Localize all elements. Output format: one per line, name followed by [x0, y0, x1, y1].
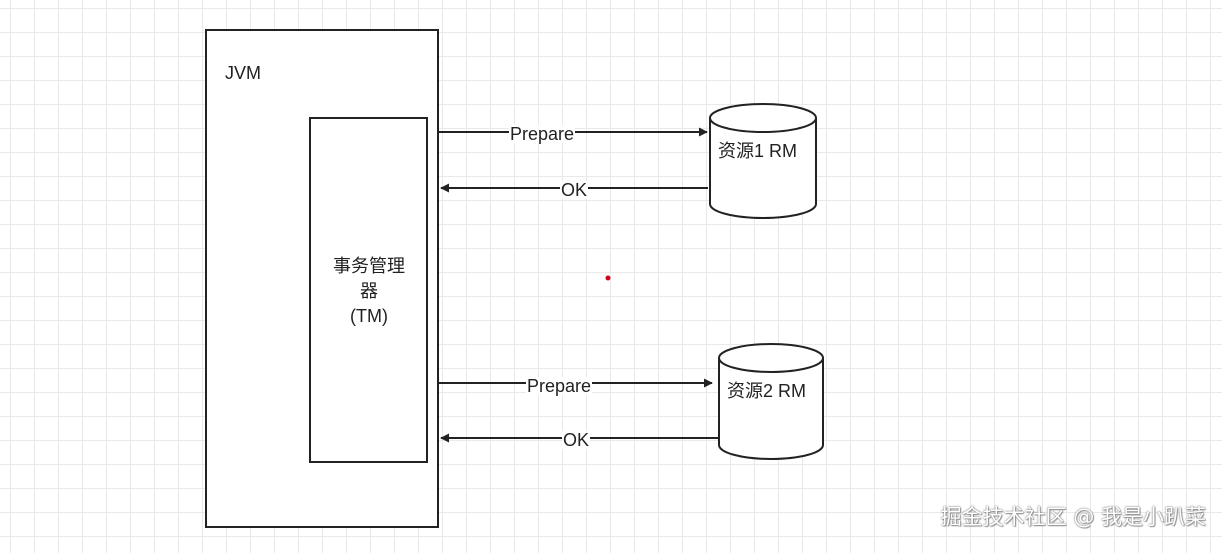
rm1-cylinder[interactable]	[709, 103, 817, 219]
tm-label: 事务管理 器 (TM)	[312, 254, 426, 329]
watermark: 掘金技术社区 @ 我是小趴菜	[940, 505, 1206, 529]
ok-label-1: OK	[560, 180, 589, 200]
tm-label-line1: 事务管理	[333, 256, 405, 276]
rm2-cylinder[interactable]	[718, 343, 824, 460]
prepare-label-2: Prepare	[526, 376, 593, 396]
ok-label-2: OK	[562, 430, 591, 450]
rm2-label: 资源2 RM	[727, 381, 807, 401]
red-dot	[605, 275, 611, 281]
tm-label-line3: (TM)	[350, 306, 388, 326]
rm1-label: 资源1 RM	[718, 141, 798, 161]
tm-box[interactable]	[309, 117, 428, 463]
tm-label-line2: 器	[360, 281, 378, 301]
jvm-label: JVM	[225, 63, 261, 83]
prepare-label-1: Prepare	[509, 124, 576, 144]
